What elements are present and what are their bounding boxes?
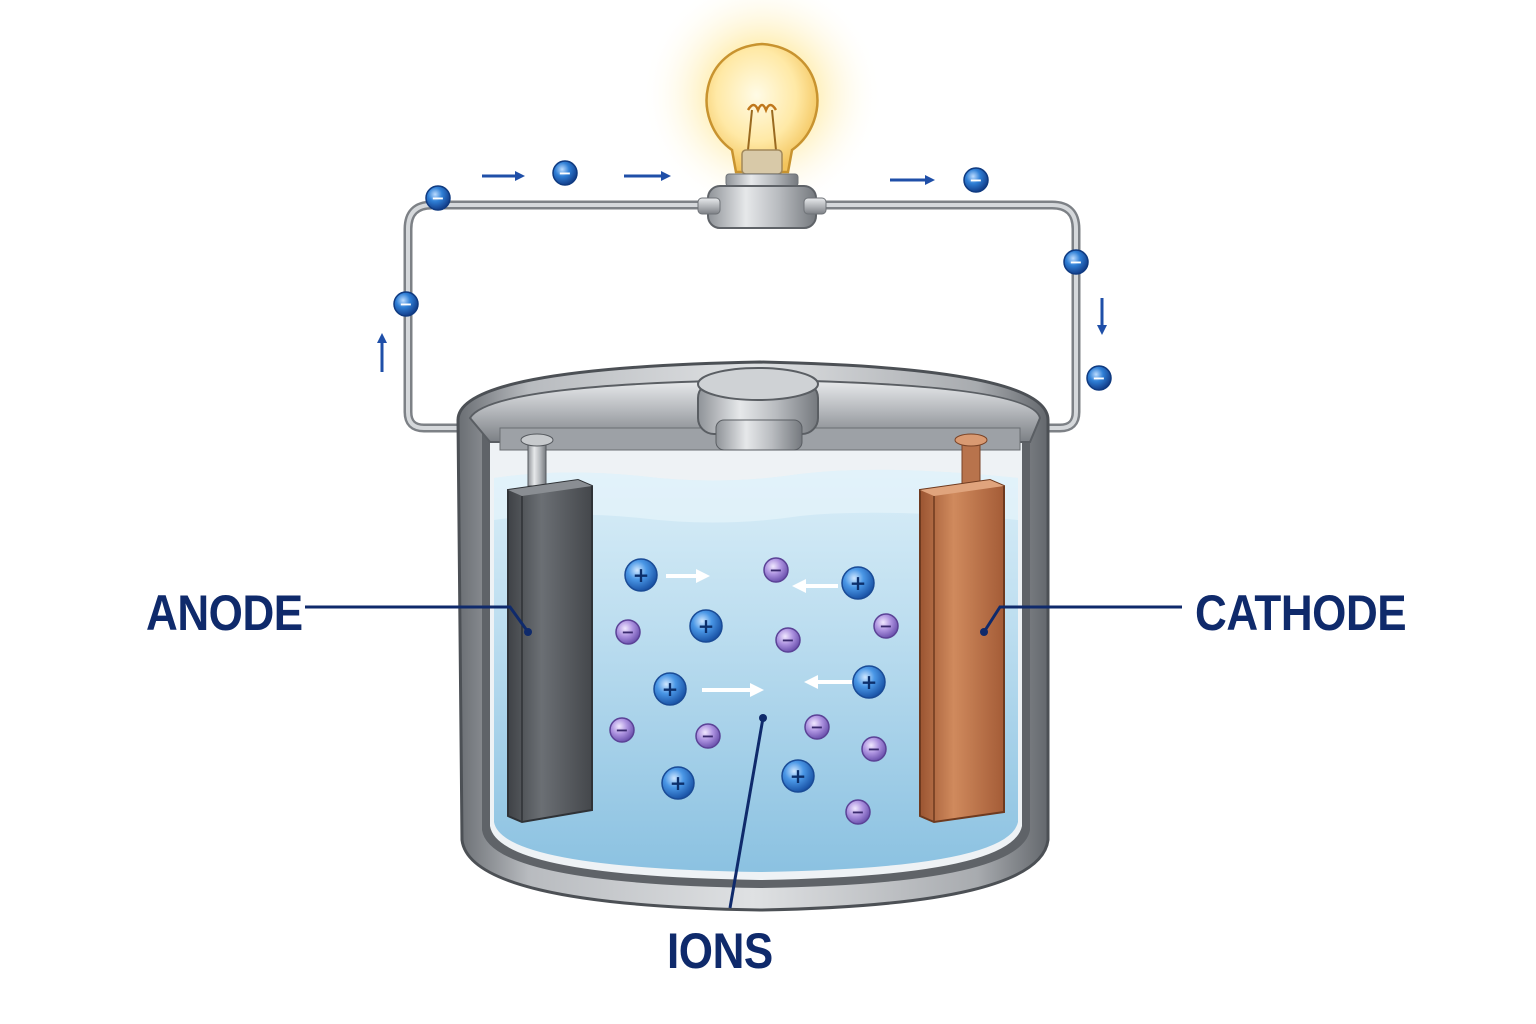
ions-leader-dot: [759, 714, 767, 722]
cation-ion: +: [653, 672, 687, 706]
cathode-leader-dot: [980, 628, 988, 636]
anode-label: ANODE: [146, 585, 303, 641]
anion-ion: −: [609, 717, 635, 743]
cation-ion-sign: +: [633, 563, 650, 587]
cation-ion-sign: +: [850, 571, 867, 595]
cation-ion: +: [852, 665, 886, 699]
anode-leader-line: [305, 605, 530, 633]
electron-icon: −: [552, 160, 578, 186]
ions-label: IONS: [667, 923, 773, 979]
anion-ion: −: [615, 619, 641, 645]
ions-leader-line: [728, 717, 765, 909]
anion-ion-sign: −: [781, 631, 794, 650]
electron-icon-sign: −: [1069, 253, 1082, 272]
terminal-cap: [697, 367, 819, 451]
cation-ion: +: [781, 759, 815, 793]
anion-ion-sign: −: [621, 623, 634, 642]
cation-ion: +: [624, 558, 658, 592]
external-wire: [403, 200, 1081, 433]
electron-icon: −: [963, 167, 989, 193]
anion-ion-sign: −: [615, 721, 628, 740]
anion-ion: −: [873, 613, 899, 639]
cathode-leader-line: [982, 605, 1182, 633]
electron-icon-sign: −: [1092, 369, 1105, 388]
cathode-electrode: [919, 433, 1005, 824]
cation-ion: +: [661, 766, 695, 800]
anion-ion-sign: −: [851, 803, 864, 822]
anion-ion: −: [775, 627, 801, 653]
electron-flow-arrows: [377, 171, 1107, 372]
anion-ion-sign: −: [769, 561, 782, 580]
anion-ion-sign: −: [810, 718, 823, 737]
anion-ion-sign: −: [879, 617, 892, 636]
electron-icon: −: [425, 185, 451, 211]
cation-ion-sign: +: [698, 614, 715, 638]
cation-ion: +: [689, 609, 723, 643]
anode-leader-dot: [524, 628, 532, 636]
anion-ion-sign: −: [701, 727, 714, 746]
electron-icon-sign: −: [558, 164, 571, 183]
anion-ion: −: [861, 736, 887, 762]
anode-electrode: [507, 433, 593, 824]
cation-ion-sign: +: [670, 771, 687, 795]
leader-lines: [305, 605, 1182, 909]
electron-icon-sign: −: [969, 171, 982, 190]
cation-ion: +: [841, 566, 875, 600]
cation-ion-sign: +: [662, 677, 679, 701]
cation-ion-sign: +: [790, 764, 807, 788]
anion-ion-sign: −: [867, 740, 880, 759]
ions: + + + + + + + − − − − − − − − −: [609, 557, 899, 825]
electron-icon: −: [1086, 365, 1112, 391]
electrons: − − − − − −: [393, 160, 1112, 391]
ion-flow-arrows: [666, 569, 852, 697]
cathode-label: CATHODE: [1195, 585, 1407, 641]
electron-icon: −: [393, 291, 419, 317]
electron-icon-sign: −: [431, 189, 444, 208]
electron-icon: −: [1063, 249, 1089, 275]
anion-ion: −: [804, 714, 830, 740]
cation-ion-sign: +: [861, 670, 878, 694]
electron-icon-sign: −: [399, 295, 412, 314]
anion-ion: −: [695, 723, 721, 749]
light-bulb-icon: [697, 42, 827, 229]
anion-ion: −: [763, 557, 789, 583]
anion-ion: −: [845, 799, 871, 825]
